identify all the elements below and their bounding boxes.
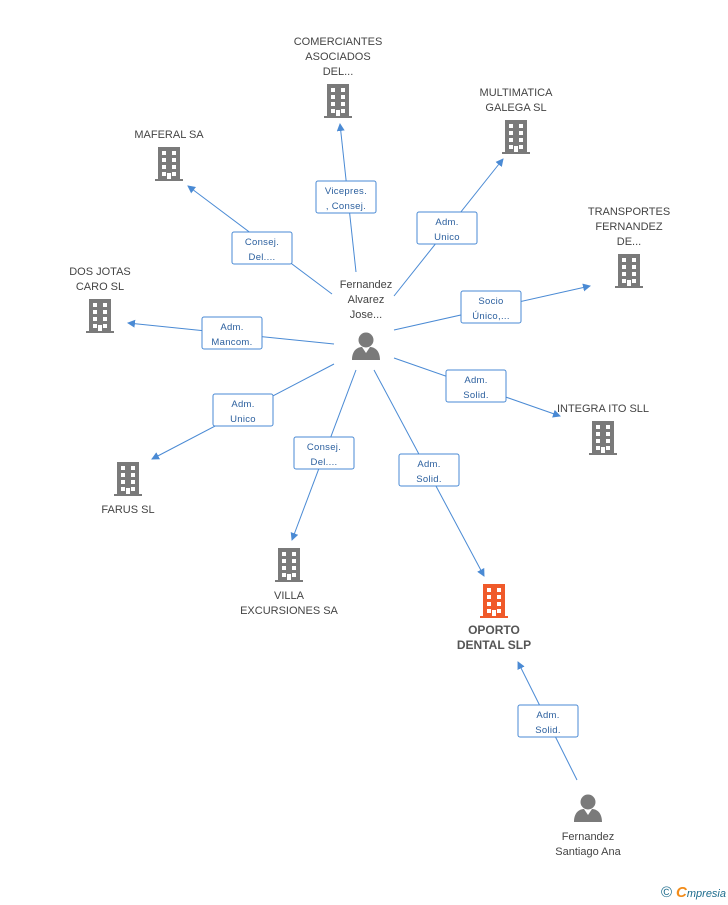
edges-layer [127,123,591,781]
edge-label-box [517,704,579,738]
node-farus[interactable]: FARUS SL [101,462,155,516]
node-label-line: GALEGA SL [485,102,546,114]
edge-label-line: Consej. [245,237,279,248]
edge-label-fernandez-santiago-to-oporto-dental[interactable]: Adm. Solid. [517,704,579,738]
node-comerciantes[interactable]: COMERCIANTES ASOCIADOS DEL... [294,36,383,118]
node-maferal[interactable]: MAFERAL SA [134,129,204,181]
node-integra-ito[interactable]: INTEGRA ITO SLL [557,403,649,455]
node-label-line: MAFERAL SA [134,129,204,141]
edge-label-line: Solid. [416,474,442,485]
empresia-logo-text: mpresia [686,888,726,900]
node-label-line: FERNANDEZ [595,221,663,233]
edge-label-line: Solid. [535,725,561,736]
edge-label-line: Adm. [417,459,440,470]
edge-label-line: Adm. [220,322,243,333]
edge-label-fernandez-alvarez-to-villa-excursiones[interactable]: Consej. Del.... [293,436,355,470]
edge-label-line: Adm. [464,375,487,386]
nodes-layer: FernandezAlvarezJose...COMERCIANTESASOCI… [69,36,670,858]
node-label-line: DEL... [323,66,354,78]
edge-label-fernandez-alvarez-to-multimatica[interactable]: Adm. Unico [416,211,478,245]
node-label-line: OPORTO [468,623,520,637]
building-icon [502,120,530,154]
edge-label-box [460,290,522,324]
node-label-line: VILLA [274,590,305,602]
node-label-line: INTEGRA ITO SLL [557,403,649,415]
edge-label-box [315,180,377,214]
node-label-line: Fernandez [340,279,393,291]
person-icon [352,332,380,360]
node-label-line: Santiago Ana [555,846,621,858]
building-icon [480,584,508,618]
edge-label-box [416,211,478,245]
building-icon [589,421,617,455]
edge-label-line: Del.... [311,457,338,468]
edge-label-line: Del.... [249,252,276,263]
edge-label-box [293,436,355,470]
building-icon [114,462,142,496]
node-label-line: TRANSPORTES [588,206,670,218]
node-label-line: FARUS SL [101,504,154,516]
edge-label-fernandez-alvarez-to-comerciantes[interactable]: Vicepres. , Consej. [315,180,377,214]
node-multimatica[interactable]: MULTIMATICA GALEGA SL [480,87,554,154]
edge-label-fernandez-alvarez-to-integra-ito[interactable]: Adm. Solid. [445,369,507,403]
node-label-line: COMERCIANTES [294,36,383,48]
edge-label-fernandez-alvarez-to-dos-jotas[interactable]: Adm. Mancom. [201,316,263,350]
edge-label-box [231,231,293,265]
edge-label-box [212,393,274,427]
edge-label-fernandez-alvarez-to-oporto-dental[interactable]: Adm. Solid. [398,453,460,487]
node-fernandez-alvarez[interactable]: FernandezAlvarezJose... [340,279,393,360]
edge-label-fernandez-alvarez-to-transportes[interactable]: SocioÚnico,... [460,290,522,324]
edge-label-fernandez-alvarez-to-farus[interactable]: Adm. Unico [212,393,274,427]
building-icon [86,299,114,333]
edge-labels-layer: Vicepres., Consej.Adm.UnicoConsej.Del...… [201,180,579,738]
node-dos-jotas[interactable]: DOS JOTAS CARO SL [69,266,131,333]
edge-label-line: Unico [230,414,256,425]
building-icon [324,84,352,118]
person-icon [574,794,602,822]
node-transportes[interactable]: TRANSPORTES FERNANDEZ DE... [588,206,670,288]
edge-label-box [201,316,263,350]
brand-footer: © Cmpresia [661,884,726,901]
building-icon [155,147,183,181]
edge-label-line: Unico [434,232,460,243]
edge-label-box [445,369,507,403]
node-label-line: DENTAL SLP [457,638,531,652]
node-label-line: CARO SL [76,281,124,293]
edge-label-line: Mancom. [211,337,252,348]
node-label-line: Jose... [350,309,382,321]
node-label-line: DOS JOTAS [69,266,131,278]
empresia-logo-initial: C [676,884,687,901]
node-label-line: MULTIMATICA [480,87,554,99]
edge-label-line: Socio [478,296,503,307]
edge-label-line: , Consej. [326,201,366,212]
empresia-logo[interactable]: Cmpresia [676,884,726,901]
node-label-line: EXCURSIONES SA [240,605,338,617]
edge-label-fernandez-alvarez-to-maferal[interactable]: Consej. Del.... [231,231,293,265]
edge-label-line: Único,... [472,311,510,322]
edge-label-line: Solid. [463,390,489,401]
edge-label-box [398,453,460,487]
edge-label-line: Consej. [307,442,341,453]
copyright-icon: © [660,884,673,901]
building-icon [615,254,643,288]
edge-label-line: Adm. [231,399,254,410]
node-label-line: Alvarez [348,294,385,306]
edge-label-line: Adm. [536,710,559,721]
node-label-line: Fernandez [562,831,615,843]
building-icon [275,548,303,582]
edge-label-line: Adm. [435,217,458,228]
node-label-line: DE... [617,236,641,248]
node-villa-excursiones[interactable]: VILLA EXCURSIONES SA [240,548,339,617]
edge-label-line: Vicepres. [325,186,367,197]
node-label-line: ASOCIADOS [305,51,370,63]
